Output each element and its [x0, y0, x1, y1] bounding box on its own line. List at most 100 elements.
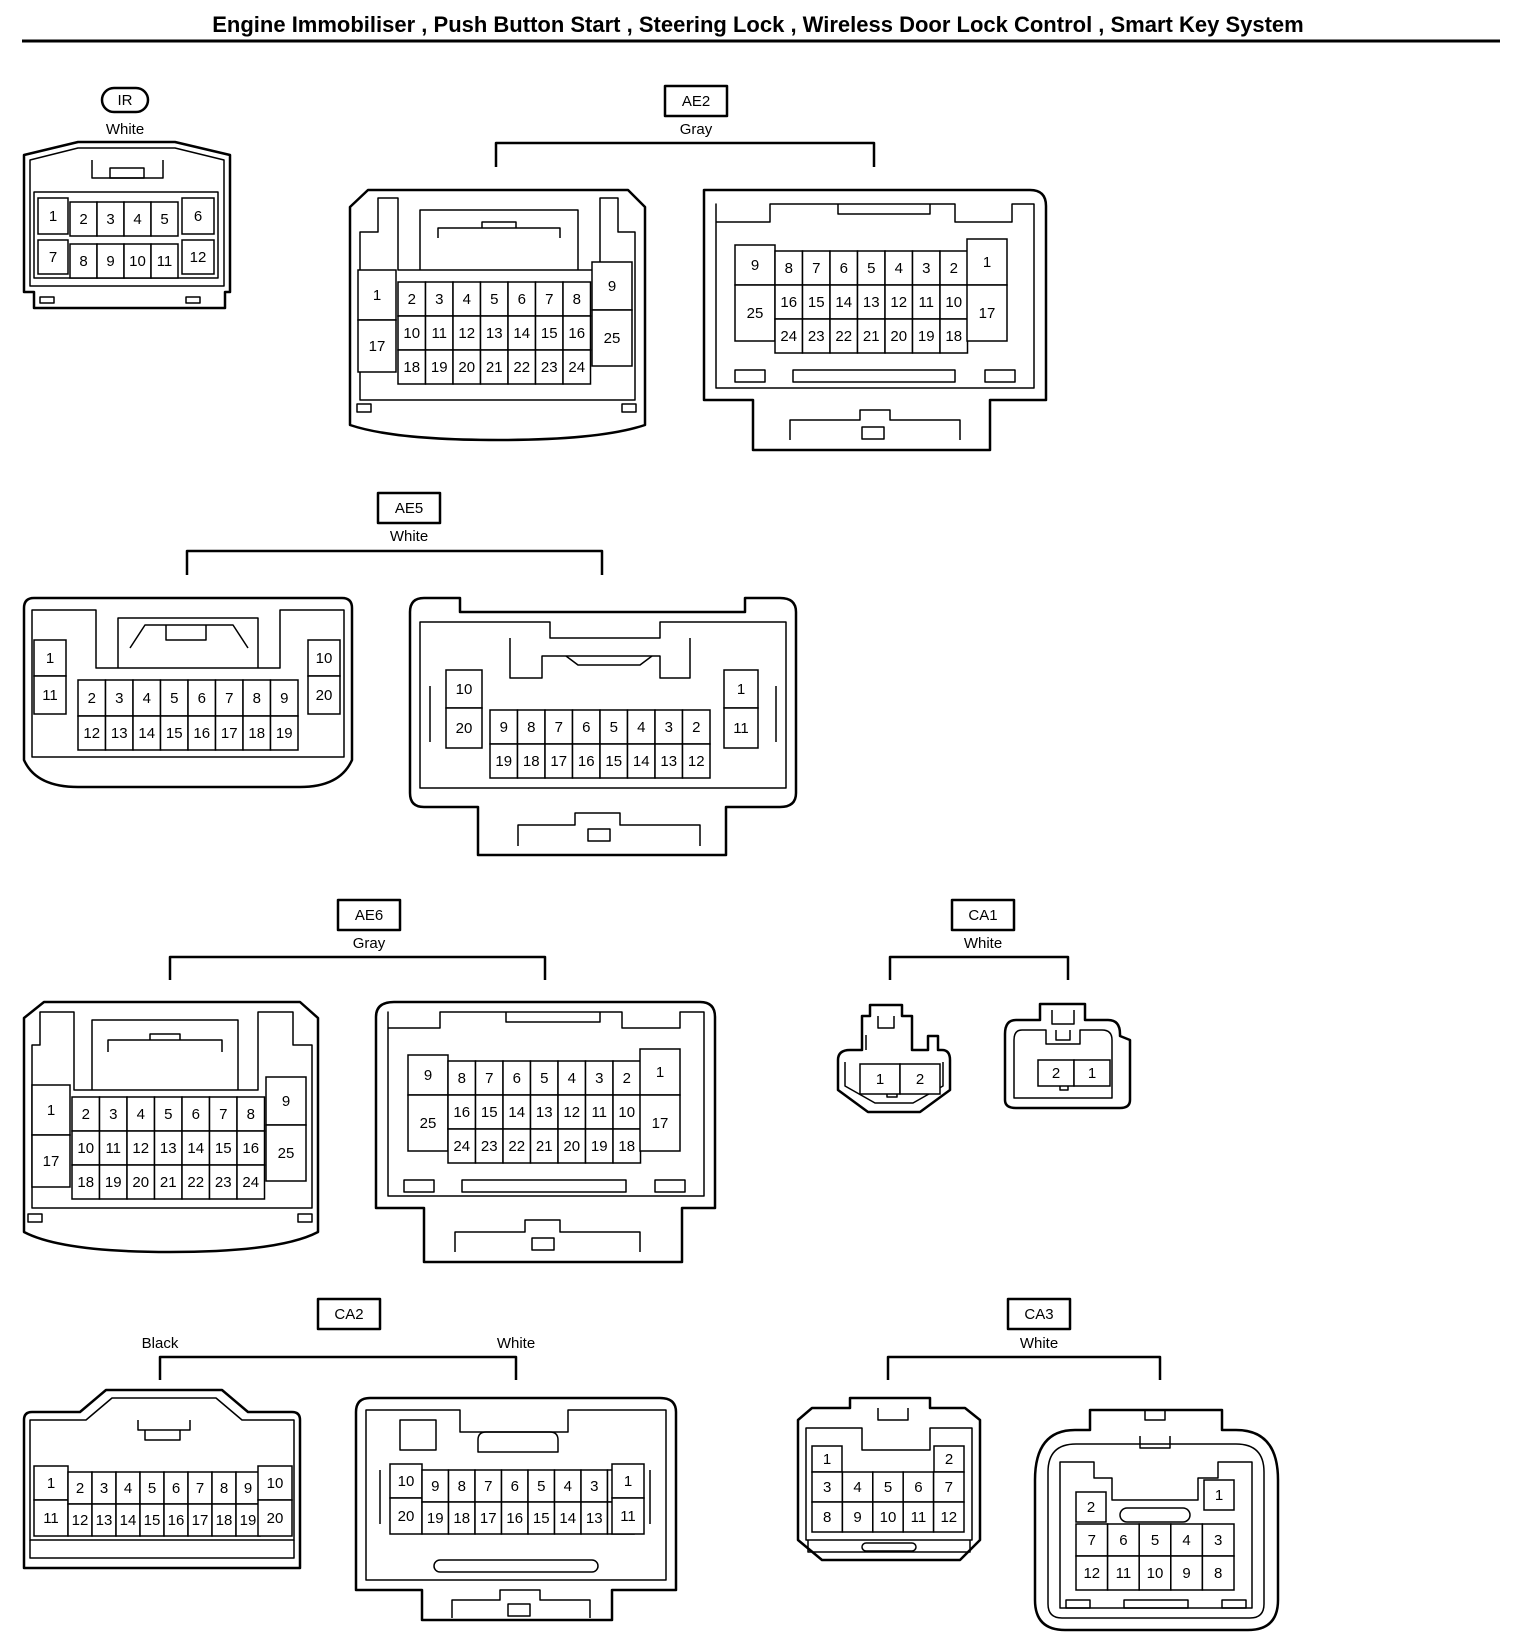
pin-number: 6	[511, 1478, 519, 1495]
connector-ca3-left-housing	[796, 1396, 982, 1562]
pin-ae6_right: 14	[502, 1094, 532, 1130]
pin-number: 3	[109, 1106, 117, 1123]
pin-ae6_left: 9	[265, 1076, 307, 1126]
pin-ae6_left: 22	[181, 1164, 211, 1200]
pin-ae2_left: 7	[534, 281, 564, 317]
pin-ae6_left: 11	[98, 1130, 128, 1166]
pin-ca2_left: 17	[187, 1503, 213, 1537]
pin-number: 4	[124, 1480, 132, 1497]
pin-number: 13	[536, 1104, 553, 1121]
pin-number: 2	[1052, 1065, 1060, 1082]
pin-ae2_right: 18	[939, 318, 969, 354]
pin-number: 6	[840, 260, 848, 277]
pin-number: 2	[623, 1070, 631, 1087]
pin-number: 2	[79, 211, 87, 228]
pin-ca2_left: 6	[163, 1471, 189, 1505]
pin-ca3_right: 4	[1170, 1523, 1204, 1557]
pin-number: 11	[918, 294, 934, 311]
connector-ca3	[796, 1297, 1280, 1632]
pin-ae2_left: 25	[591, 309, 633, 367]
pin-ca2_left: 3	[91, 1471, 117, 1505]
connector-ae2-right-housing	[702, 188, 1048, 452]
pin-number: 13	[660, 753, 677, 770]
pin-number: 21	[863, 328, 880, 345]
pin-ae2_left: 16	[562, 315, 592, 351]
pin-number: 8	[527, 719, 535, 736]
pin-ae6_right: 4	[557, 1060, 587, 1096]
pin-ae2_right: 20	[884, 318, 914, 354]
pin-number: 7	[484, 1478, 492, 1495]
connector-ae2-code: AE2	[682, 93, 710, 110]
pin-ae5_left: 19	[269, 715, 299, 751]
pin-ae2_right: 19	[911, 318, 941, 354]
pin-number: 11	[733, 720, 749, 737]
pin-ae2_left: 5	[479, 281, 509, 317]
pin-ae5_left: 8	[242, 679, 272, 717]
pin-number: 20	[398, 1508, 415, 1525]
pin-ae5_right: 3	[654, 709, 684, 745]
pin-ae6_left: 5	[153, 1096, 183, 1132]
pin-number: 19	[240, 1512, 257, 1529]
pin-number: 9	[424, 1067, 432, 1084]
pin-ae5_left: 12	[77, 715, 107, 751]
connector-ca3-color: White	[1020, 1335, 1058, 1352]
connector-ae5-left-housing	[22, 596, 354, 789]
pin-number: 18	[945, 328, 962, 345]
pin-ae6_left: 21	[153, 1164, 183, 1200]
pin-ca2_left: 16	[163, 1503, 189, 1537]
pin-number: 14	[187, 1140, 204, 1157]
connector-ae5-code: AE5	[395, 500, 423, 517]
pin-ae5_right: 7	[544, 709, 574, 745]
pin-ae6_left: 25	[265, 1124, 307, 1182]
pin-number: 14	[633, 753, 650, 770]
pin-number: 14	[138, 725, 155, 742]
pin-ae5_right: 11	[723, 707, 759, 749]
pin-ae6_left: 13	[153, 1130, 183, 1166]
pin-ae6_right: 19	[584, 1128, 614, 1164]
pin-ae2_right: 15	[801, 284, 831, 320]
pin-ca2_right: 8	[447, 1469, 476, 1503]
pin-number: 21	[160, 1174, 177, 1191]
pin-number: 1	[656, 1064, 664, 1081]
pin-number: 1	[1215, 1487, 1223, 1504]
pin-ae6_right: 11	[584, 1094, 614, 1130]
pin-number: 10	[456, 681, 473, 698]
pin-number: 5	[148, 1480, 156, 1497]
pin-number: 3	[115, 690, 123, 707]
pin-number: 9	[853, 1509, 861, 1526]
connector-ae6-bracket	[168, 955, 547, 980]
pin-number: 8	[247, 1106, 255, 1123]
pin-ca3_left: 7	[932, 1471, 965, 1503]
pin-ae5_right: 9	[489, 709, 519, 745]
pin-ae6_left: 19	[98, 1164, 128, 1200]
pin-number: 15	[166, 725, 183, 742]
connector-ae2	[348, 84, 1048, 452]
pin-ae2_left: 22	[507, 349, 537, 385]
pin-number: 17	[43, 1153, 60, 1170]
pin-number: 14	[513, 325, 530, 342]
pin-number: 9	[282, 1093, 290, 1110]
pin-ca2_left: 7	[187, 1471, 213, 1505]
pin-number: 10	[267, 1475, 284, 1492]
pin-ae6_left: 14	[181, 1130, 211, 1166]
pin-ae5_left: 7	[214, 679, 244, 717]
pin-ae2_right: 13	[856, 284, 886, 320]
pin-ca3_right: 3	[1201, 1523, 1235, 1557]
pin-number: 5	[490, 291, 498, 308]
pin-ca2_right: 3	[580, 1469, 609, 1503]
pin-number: 18	[216, 1512, 233, 1529]
pin-number: 3	[435, 291, 443, 308]
pin-number: 3	[100, 1480, 108, 1497]
pin-ca2_right: 1	[611, 1463, 645, 1499]
pin-ca3_left: 9	[841, 1501, 874, 1533]
pin-number: 6	[1119, 1532, 1127, 1549]
connector-ca2	[22, 1297, 678, 1622]
pin-ae5_left: 18	[242, 715, 272, 751]
pin-number: 14	[508, 1104, 525, 1121]
pin-ca2_left: 15	[139, 1503, 165, 1537]
pin-number: 1	[47, 1475, 55, 1492]
pin-number: 15	[808, 294, 825, 311]
pin-ae2_right: 1	[966, 238, 1008, 286]
pin-ae5_right: 1	[723, 669, 759, 709]
pin-ae2_left: 14	[507, 315, 537, 351]
